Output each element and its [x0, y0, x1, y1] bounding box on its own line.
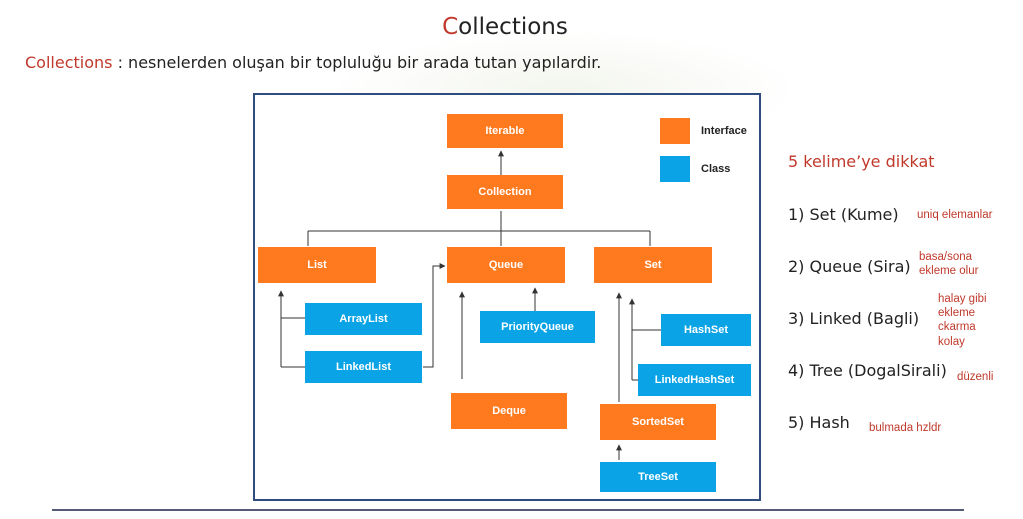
legend-class-swatch [660, 156, 690, 182]
subtitle: Collections : nesnelerden oluşan bir top… [25, 53, 601, 72]
node-iterable: Iterable [447, 114, 563, 148]
note-item-queue: 2) Queue (Sira) [788, 257, 911, 276]
node-collection: Collection [447, 175, 563, 209]
note-tree-annotation: düzenli [957, 371, 994, 383]
note-hash-annotation: bulmada hzldr [869, 422, 942, 434]
subtitle-keyword: Collections [25, 53, 113, 72]
node-linkedhashset: LinkedHashSet [638, 364, 751, 396]
note-set-annotation: uniq elemanlar [917, 209, 993, 221]
node-set: Set [594, 247, 712, 283]
note-item-linked: 3) Linked (Bagli) [788, 309, 920, 328]
node-treeset: TreeSet [600, 462, 716, 492]
node-deque: Deque [451, 393, 567, 429]
note-linked-annotation-4: kolay [938, 336, 965, 348]
note-queue-annotation-2: ekleme olur [919, 265, 979, 277]
edge-linkedlist-queue [423, 263, 446, 368]
node-sortedset: SortedSet [600, 404, 716, 440]
title-first-letter: C [442, 14, 459, 40]
note-linked-annotation-1: halay gibi [938, 293, 987, 305]
note-queue-annotation-1: basa/sona [919, 251, 973, 263]
title-rest: ollections [458, 14, 568, 40]
node-priorityqueue: PriorityQueue [480, 311, 595, 343]
node-hashset: HashSet [661, 314, 751, 346]
node-linkedlist: LinkedList [305, 351, 422, 383]
legend-class-label: Class [701, 163, 731, 175]
note-item-hash: 5) Hash [788, 413, 850, 432]
subtitle-text: : nesnelerden oluşan bir topluluğu bir a… [112, 53, 602, 72]
collections-diagram: Iterable Collection List Queue Set Array… [253, 93, 761, 501]
note-item-tree: 4) Tree (DogalSirali) [788, 361, 947, 380]
bottom-divider [52, 509, 964, 511]
page-title: Collections [0, 14, 1010, 40]
note-linked-annotation-3: ckarma [938, 321, 976, 333]
note-item-set: 1) Set (Kume) [788, 205, 899, 224]
diagram-connectors [278, 150, 661, 460]
legend-interface-swatch [660, 118, 690, 144]
notes-title: 5 kelime’ye dikkat [788, 152, 935, 171]
note-linked-annotation-2: ekleme [938, 307, 976, 319]
node-arraylist: ArrayList [305, 303, 422, 335]
node-list: List [258, 247, 376, 283]
node-queue: Queue [447, 247, 565, 283]
legend-interface-label: Interface [701, 125, 747, 137]
